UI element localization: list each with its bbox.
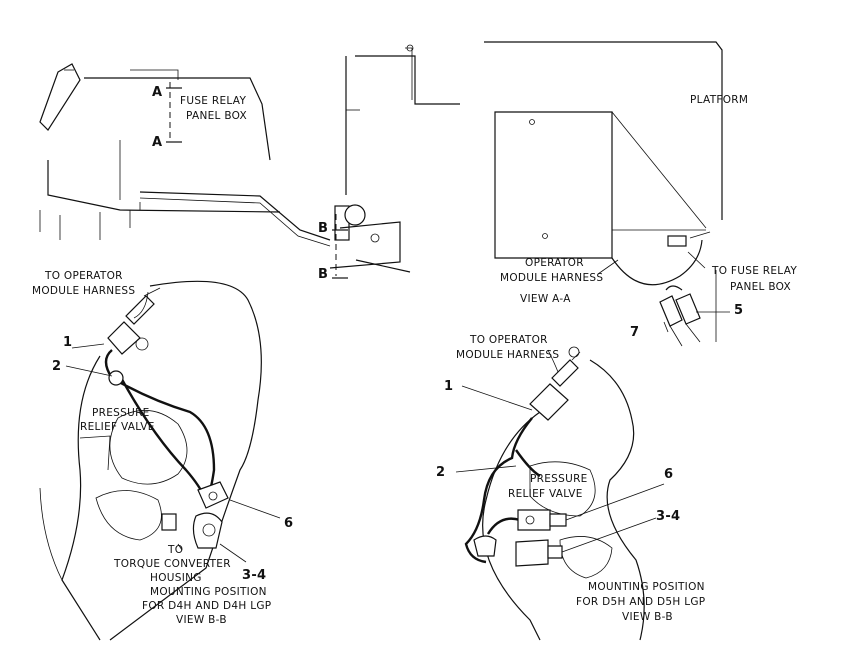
section-a-bottom-label: A: [152, 135, 162, 150]
right-callout-3-4: 3-4: [656, 509, 680, 524]
callout-7: 7: [630, 325, 639, 340]
left-to-torque-converter-line3: HOUSING: [150, 572, 202, 584]
right-mounting-position-line2: FOR D5H AND D5H LGP: [576, 596, 705, 608]
section-a-top-label: A: [152, 85, 162, 100]
left-to-torque-converter-line2: TORQUE CONVERTER: [113, 558, 231, 570]
right-mounting-position-line3: VIEW B-B: [622, 611, 673, 623]
left-to-torque-converter-line1: TO: [167, 544, 183, 556]
view-bb-right-drawing: [455, 346, 665, 641]
left-callout-1: 1: [63, 335, 72, 350]
right-callout-1: 1: [444, 379, 453, 394]
section-b-top-label: B: [318, 221, 328, 236]
view-aa-drawing: [484, 41, 730, 347]
to-fuse-relay-panel-box-label-line1: TO FUSE RELAY: [711, 265, 797, 277]
left-to-operator-module-harness-line2: MODULE HARNESS: [32, 285, 135, 297]
left-callout-6: 6: [284, 516, 293, 531]
left-pressure-relief-valve-line2: RELIEF VALVE: [80, 421, 155, 433]
section-b-bottom-label: B: [318, 267, 328, 282]
view-bb-left-drawing: [39, 280, 281, 641]
platform-label: PLATFORM: [690, 94, 748, 106]
right-callout-6: 6: [664, 467, 673, 482]
left-mounting-position-line3: VIEW B-B: [176, 614, 227, 626]
right-pressure-relief-valve-line2: RELIEF VALVE: [508, 488, 583, 500]
right-pressure-relief-valve-line1: PRESSURE: [530, 473, 588, 485]
fuse-relay-panel-box-label-line2: PANEL BOX: [186, 110, 247, 122]
left-to-operator-module-harness-line1: TO OPERATOR: [44, 270, 123, 282]
left-callout-3-4: 3-4: [242, 568, 266, 583]
operator-module-harness-label-line2: MODULE HARNESS: [500, 272, 603, 284]
fuse-relay-panel-box-label-line1: FUSE RELAY: [180, 95, 246, 107]
view-aa-caption: VIEW A-A: [520, 293, 571, 305]
right-callout-2: 2: [436, 465, 445, 480]
right-mounting-position-line1: MOUNTING POSITION: [588, 581, 705, 593]
left-mounting-position-line1: MOUNTING POSITION: [150, 586, 267, 598]
machine-side-view: [39, 44, 460, 279]
left-callout-2: 2: [52, 359, 61, 374]
to-fuse-relay-panel-box-label-line2: PANEL BOX: [730, 281, 791, 293]
operator-module-harness-label-line1: OPERATOR: [525, 257, 584, 269]
left-mounting-position-line2: FOR D4H AND D4H LGP: [142, 600, 271, 612]
callout-5: 5: [734, 303, 743, 318]
left-pressure-relief-valve-line1: PRESSURE: [92, 407, 150, 419]
right-to-operator-module-harness-line1: TO OPERATOR: [469, 334, 548, 346]
right-to-operator-module-harness-line2: MODULE HARNESS: [456, 349, 559, 361]
